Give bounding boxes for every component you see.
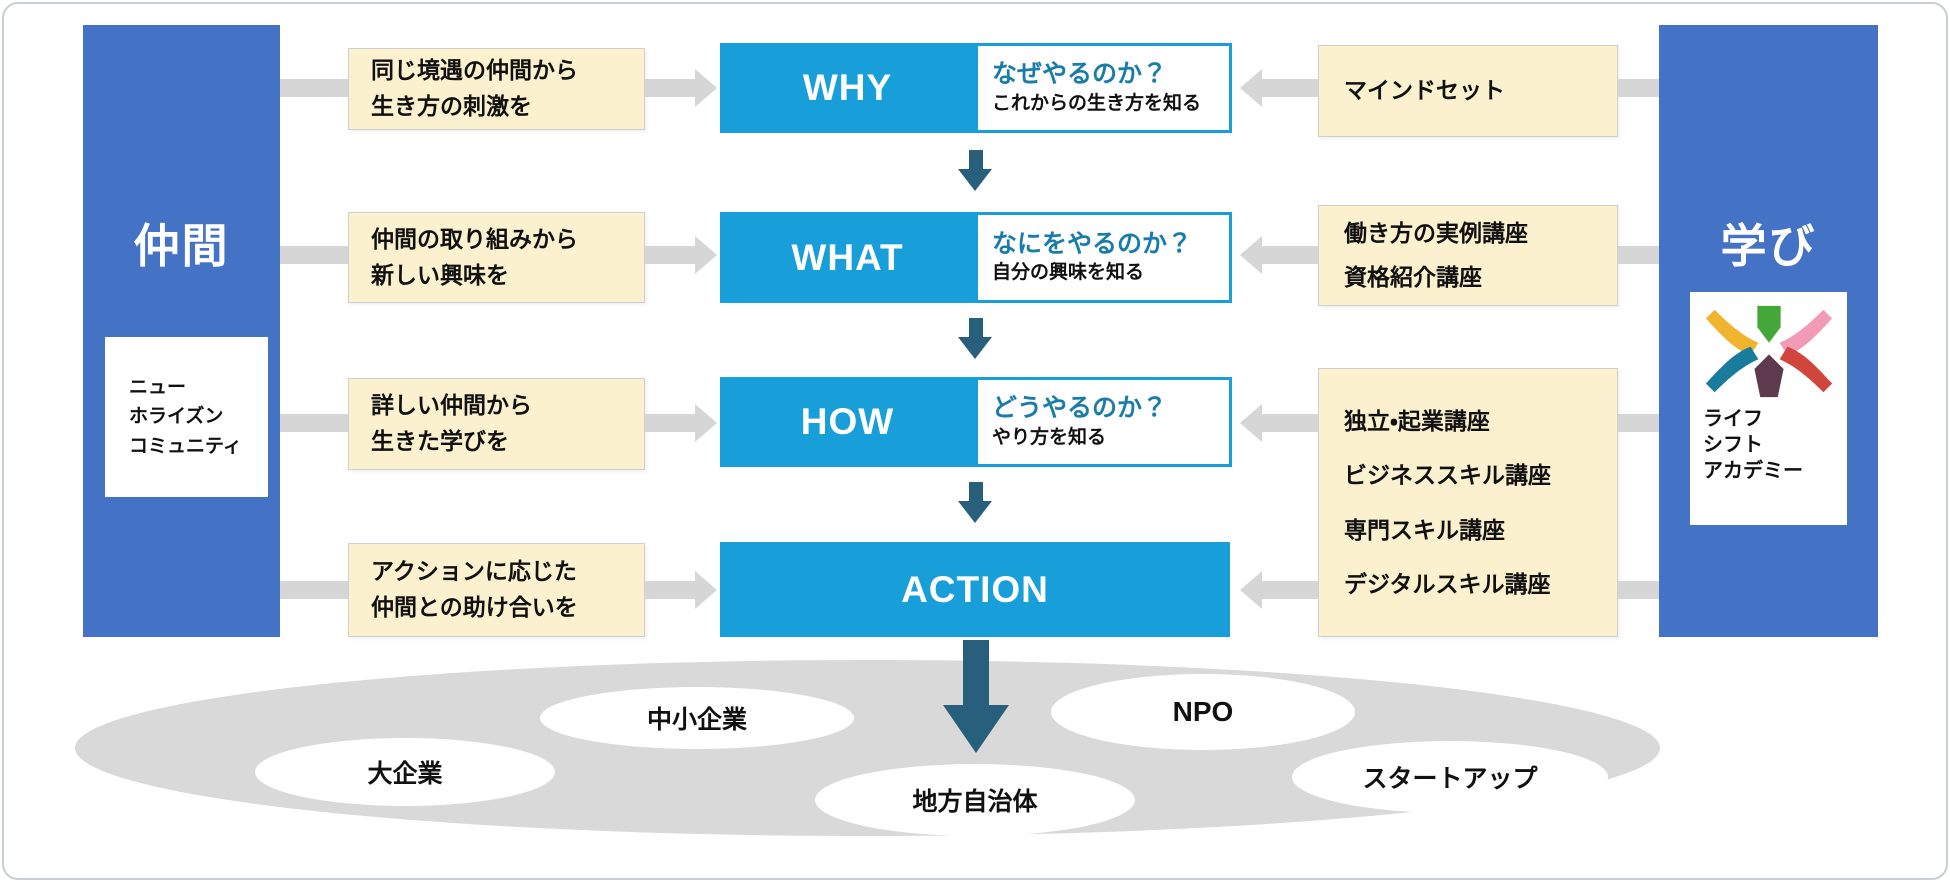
step-label: WHY (802, 67, 893, 108)
peers-panel-title: 仲間 (133, 220, 230, 272)
step-detail: やり方を知る (992, 426, 1107, 448)
learning-note-line: デジタルスキル講座 (1344, 570, 1551, 597)
learning-note-line: 資格紹介講座 (1344, 263, 1482, 290)
connector-bar (645, 246, 696, 264)
life-shift-academy-wordmark: ライフ シフト アカデミー (1690, 406, 1847, 484)
peer-note-what: 仲間の取り組みから 新しい興味を (348, 212, 645, 303)
community-badge-line: ニュー (129, 376, 187, 398)
peer-note-line: 生き方の刺激を (371, 93, 532, 119)
connector-bar (645, 414, 696, 432)
community-badge-line: ホライズン (129, 406, 224, 428)
peer-note-why: 同じ境遇の仲間から 生き方の刺激を (348, 48, 645, 130)
logo-word-line: アカデミー (1703, 460, 1803, 482)
connector-bar (1262, 414, 1318, 432)
connector-bar (280, 79, 348, 97)
org-oval-npo: NPO (1051, 674, 1355, 750)
life-shift-academy-badge: ライフ シフト アカデミー (1690, 292, 1847, 525)
learning-note-line: 専門スキル講座 (1344, 516, 1505, 543)
logo-word-line: ライフ (1703, 408, 1763, 430)
peer-note-line: 同じ境遇の仲間から (371, 57, 578, 84)
learning-note-line: ビジネススキル講座 (1344, 462, 1551, 489)
learning-note-why: マインドセット (1318, 45, 1618, 137)
connector-bar (280, 246, 348, 264)
down-arrow-icon (958, 337, 992, 359)
step-what: WHAT なにをやるのか？ 自分の興味を知る (720, 212, 1232, 303)
peer-note-line: 詳しい仲間から (371, 392, 532, 419)
org-label: スタートアップ (1362, 765, 1538, 793)
step-how: HOW どうやるのか？ やり方を知る (720, 377, 1232, 467)
org-oval-large-company: 大企業 (255, 738, 555, 806)
connector-bar (1262, 79, 1318, 97)
step-why-detail-box: なぜやるのか？ これからの生き方を知る (975, 43, 1232, 133)
step-question: なぜやるのか？ (992, 60, 1168, 89)
step-detail: これからの生き方を知る (992, 92, 1202, 114)
right-arrow-icon (695, 236, 717, 274)
peer-note-line: 新しい興味を (371, 261, 509, 288)
down-arrow-icon (969, 318, 983, 338)
learning-note-what: 働き方の実例講座 資格紹介講座 (1318, 205, 1618, 306)
community-badge: ニュー ホライズン コミュニティ (105, 337, 268, 497)
connector-bar (280, 581, 348, 599)
step-what-label-box: WHAT (720, 212, 975, 303)
step-label: HOW (800, 401, 895, 442)
connector-bar (1262, 581, 1318, 599)
learning-note-line: マインドセット (1344, 77, 1505, 104)
connector-bar (1262, 246, 1318, 264)
right-arrow-icon (695, 571, 717, 609)
peer-note-action: アクションに応じた 仲間との助け合いを (348, 543, 645, 637)
peer-note-line: 生きた学びを (371, 428, 509, 454)
right-arrow-icon (695, 69, 717, 107)
connector-bar (1618, 581, 1659, 599)
logo-word-line: シフト (1703, 434, 1763, 456)
connector-bar (645, 581, 696, 599)
step-what-detail-box: なにをやるのか？ 自分の興味を知る (975, 212, 1232, 303)
step-question: なにをやるのか？ (992, 229, 1193, 258)
org-oval-local-government: 地方自治体 (815, 764, 1135, 836)
org-oval-startup: スタートアップ (1292, 741, 1608, 813)
left-arrow-icon (1240, 236, 1262, 274)
step-label: WHAT (791, 236, 904, 278)
learning-panel: 学び ライフ シフト アカデミー (1659, 25, 1878, 637)
step-how-detail-box: どうやるのか？ やり方を知る (975, 377, 1232, 467)
peers-panel: 仲間 ニュー ホライズン コミュニティ (83, 25, 280, 637)
down-arrow-icon (958, 501, 992, 523)
big-down-arrow-icon (963, 640, 989, 706)
big-down-arrow-icon (943, 705, 1009, 753)
peer-note-line: 仲間の取り組みから (371, 225, 578, 252)
right-arrow-icon (695, 404, 717, 442)
life-shift-academy-logo-icon (1705, 305, 1832, 398)
learning-note-line: 独立・起業講座 (1344, 408, 1490, 435)
down-arrow-icon (958, 169, 992, 191)
org-label: 中小企業 (646, 706, 747, 734)
peer-note-how: 詳しい仲間から 生きた学びを (348, 378, 645, 470)
community-badge-line: コミュニティ (129, 435, 242, 457)
down-arrow-icon (969, 482, 983, 502)
left-arrow-icon (1240, 571, 1262, 609)
down-arrow-icon (969, 150, 983, 170)
step-how-label-box: HOW (720, 377, 975, 467)
connector-bar (645, 79, 696, 97)
step-detail: 自分の興味を知る (992, 262, 1145, 284)
org-oval-sme: 中小企業 (540, 687, 854, 749)
learning-panel-title: 学び (1720, 220, 1817, 272)
learning-note-how-action: 独立・起業講座 ビジネススキル講座 専門スキル講座 デジタルスキル講座 (1318, 368, 1618, 637)
step-label: ACTION (901, 568, 1049, 610)
left-arrow-icon (1240, 404, 1262, 442)
learning-note-line: 働き方の実例講座 (1344, 219, 1528, 246)
step-question: どうやるのか？ (992, 394, 1168, 423)
connector-bar (1618, 79, 1659, 97)
org-label: 大企業 (367, 760, 443, 788)
step-why: WHY なぜやるのか？ これからの生き方を知る (720, 43, 1232, 133)
org-label: NPO (1172, 696, 1234, 727)
connector-bar (1618, 414, 1659, 432)
peer-note-line: 仲間との助け合いを (371, 594, 578, 620)
left-arrow-icon (1240, 69, 1262, 107)
step-why-label-box: WHY (720, 43, 975, 133)
org-label: 地方自治体 (912, 788, 1038, 816)
step-action: ACTION (720, 542, 1230, 637)
connector-bar (280, 414, 348, 432)
connector-bar (1618, 246, 1659, 264)
peer-note-line: アクションに応じた (371, 558, 577, 585)
